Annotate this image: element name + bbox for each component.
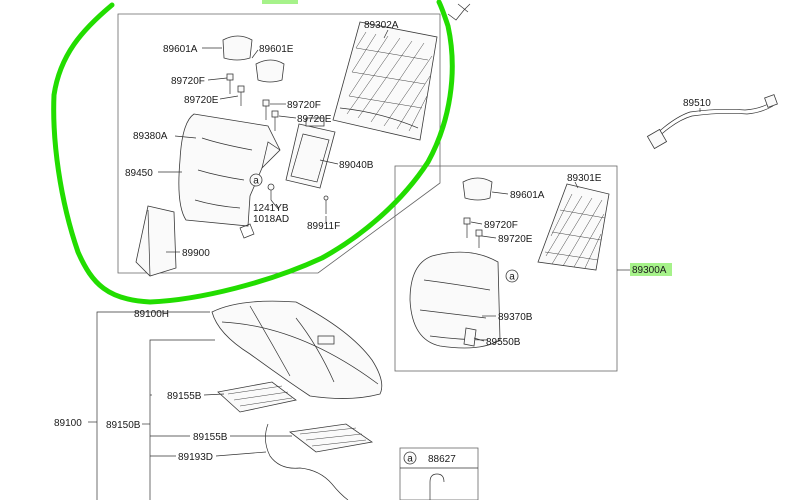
label-89380a: 89380A [133,131,168,142]
seat-cushion-89100h-part [211,300,383,399]
label-89911f: 89911F [307,221,340,232]
label-89601a-right: 89601A [510,190,545,201]
label-89100: 89100 [54,418,82,429]
bolt-89720e-left-part [237,85,245,106]
part-labels: 89601A 89601E 89302A 89720F 89720E 89720… [54,20,711,465]
label-1241yb: 1241YB [253,203,289,214]
label-88627: 88627 [428,454,456,465]
bolt-89720f-right-part [463,217,471,238]
callout-a-top: a [249,173,263,187]
label-89300a: 89300A [632,265,667,276]
wiring-harness-89510-part [646,94,778,150]
label-89302a: 89302A [364,20,399,31]
top-connector-part [447,3,471,21]
label-89155b-upper: 89155B [167,391,202,402]
label-89193d: 89193D [178,452,213,463]
headrest-outer-part [222,35,253,61]
bolt-89720e-mid-part [271,110,279,131]
detail-a-box [399,447,479,500]
hook-88627-part [429,473,445,500]
label-89720e-mid: 89720E [297,114,332,125]
callout-a-detail-label: a [407,454,413,465]
label-89150b: 89150B [106,420,141,431]
label-1018ad: 1018AD [253,214,289,225]
label-89601a-top: 89601A [163,44,198,55]
label-89450: 89450 [125,168,153,179]
leader-lines [88,29,701,457]
callout-a-detail: a [403,451,417,465]
seatback-cover-89380a-part [178,113,281,227]
bolt-89720f-mid-part [262,99,270,120]
label-89601e: 89601E [259,44,294,55]
callout-a-right: a [505,269,519,283]
green-highlight-circle [51,0,455,305]
label-89550b: 89550B [486,337,521,348]
label-highlight-89300a [630,263,672,276]
callout-a-top-label: a [253,176,259,187]
label-89720e-left: 89720E [184,95,219,106]
rear-seat-back-left-group-box [117,13,441,274]
cushion-harness-part [265,423,349,500]
headrest-center-part [255,59,285,83]
headrest-right-part [462,177,493,201]
label-89370b: 89370B [498,312,533,323]
heater-mat-lower-part [289,423,374,453]
label-89040b: 89040B [339,160,374,171]
heater-mat-upper-part [217,381,297,413]
label-89155b-lower: 89155B [193,432,228,443]
label-highlight-top [262,0,298,4]
screw-1241yb-part [267,183,275,200]
clip-89911f-part [323,195,329,214]
label-89720f-right: 89720F [484,220,518,231]
armrest-panel-89040b-part [285,117,336,189]
label-89900: 89900 [182,248,210,259]
armrest-89900-part [135,205,177,277]
label-89100h: 89100H [134,309,169,320]
label-89720f-mid: 89720F [287,100,321,111]
label-89720e-right: 89720E [498,234,533,245]
seatback-frame-89302a-part [332,21,438,141]
callout-a-right-label: a [509,272,515,283]
cushion-group-bracket [96,311,210,500]
bolt-89720f-left-part [226,73,234,94]
hinge-bracket-part [239,223,255,239]
label-89510: 89510 [683,98,711,109]
trim-89550b-part [463,327,477,347]
label-89301e: 89301E [567,173,602,184]
label-89720f-left: 89720F [171,76,205,87]
cushion-subgroup-bracket [149,339,215,500]
bolt-89720e-right-part [475,229,483,248]
seatback-cover-89370b-part [409,251,501,349]
rear-seat-back-right-group-box [394,165,618,372]
seatback-frame-89301e-part [537,183,610,271]
